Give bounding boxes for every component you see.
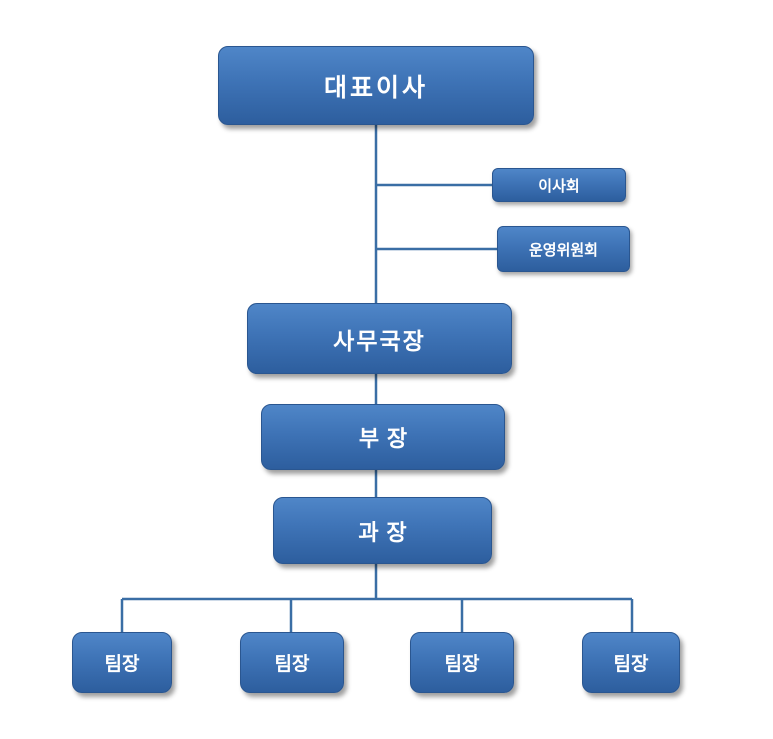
team-leader-box: 팀장 — [410, 632, 514, 693]
team-leader-box: 팀장 — [582, 632, 680, 693]
steering-committee-box: 운영위원회 — [497, 226, 630, 272]
board-of-directors-box: 이사회 — [492, 168, 626, 202]
team-leader-box: 팀장 — [72, 632, 172, 693]
secretary-general-box: 사무국장 — [247, 303, 512, 374]
team-leader-box: 팀장 — [240, 632, 344, 693]
department-manager-box: 부 장 — [261, 404, 505, 470]
section-chief-box: 과 장 — [273, 497, 492, 564]
ceo-box: 대표이사 — [218, 46, 534, 125]
